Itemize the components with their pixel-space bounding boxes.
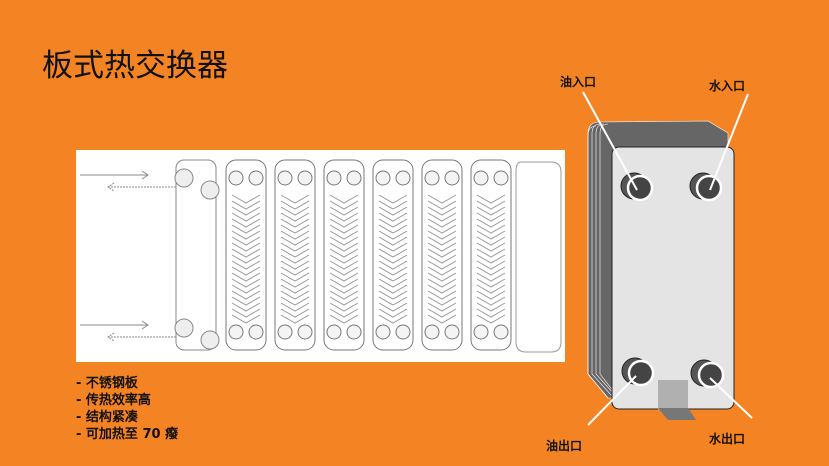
- heat-plate: [274, 159, 316, 351]
- port-fittings: [620, 172, 725, 389]
- feature-text: 传热效率高: [85, 393, 151, 408]
- exploded-plate-diagram: [76, 150, 565, 362]
- heat-plate: [323, 159, 365, 351]
- label-water-outlet: 水出口: [709, 432, 746, 446]
- feature-list: - 不锈钢板 - 传热效率高 - 结构紧凑 - 可加热至 70 癈: [76, 375, 178, 443]
- heat-plate: [372, 159, 414, 351]
- feature-text: 结构紧凑: [85, 410, 138, 425]
- feature-text: 可加热至 70 癈: [85, 427, 179, 442]
- heat-plate: [225, 159, 267, 351]
- label-oil-inlet: 油入口: [560, 75, 597, 89]
- feature-item: - 不锈钢板: [76, 376, 138, 391]
- label-water-inlet: 水入口: [709, 79, 746, 93]
- plate-stack-illustration: [80, 159, 562, 353]
- heat-plate: [421, 159, 463, 351]
- slide-title: 板式热交换器: [42, 48, 228, 84]
- feature-item: - 传热效率高: [76, 393, 151, 408]
- heat-plate: [470, 159, 512, 351]
- feature-item: - 可加热至 70 癈: [76, 427, 179, 442]
- label-oil-outlet: 油出口: [546, 439, 583, 453]
- feature-text: 不锈钢板: [85, 376, 138, 391]
- feature-item: - 结构紧凑: [76, 410, 138, 425]
